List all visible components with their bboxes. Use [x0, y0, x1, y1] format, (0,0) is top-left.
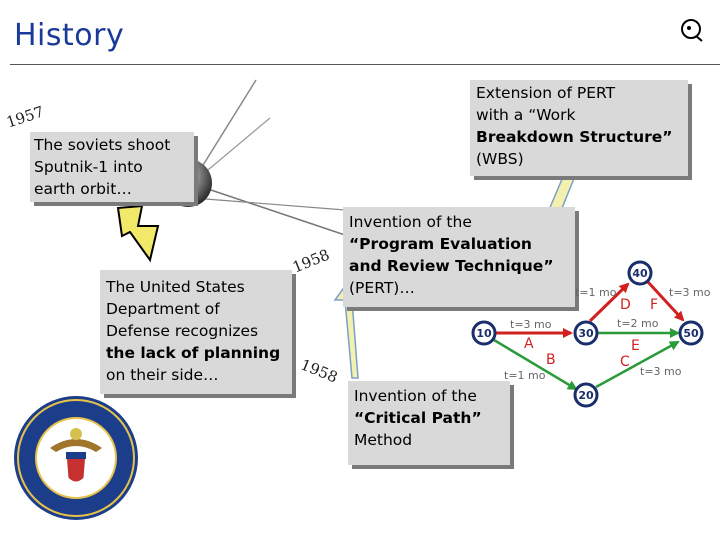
- sputnik-line-1: The soviets shoot: [34, 136, 171, 154]
- network-node-20: 20: [573, 382, 599, 408]
- edge-d: [588, 282, 630, 323]
- pert-text-box: Invention of the “Program Evaluation and…: [343, 207, 575, 307]
- dod-line-3: Defense recognizes: [106, 322, 259, 340]
- sputnik-text-box: The soviets shoot Sputnik-1 into earth o…: [30, 132, 194, 202]
- dod-line-2: Department of: [106, 300, 220, 318]
- cpm-line-2: “Critical Path”: [354, 409, 482, 427]
- duration-e: t=3 mo: [669, 286, 711, 299]
- duration-c: t=1 mo: [575, 286, 617, 299]
- network-node-10: 10: [471, 320, 497, 346]
- edge-b: [493, 338, 578, 391]
- cpm-line-1: Invention of the: [354, 387, 477, 405]
- activity-a: A: [524, 336, 534, 352]
- pert-line-3: and Review Technique”: [349, 257, 554, 275]
- title-divider: [10, 64, 720, 65]
- pert-line-1: Invention of the: [349, 213, 472, 231]
- network-node-label: 40: [632, 267, 648, 280]
- activity-f: F: [650, 297, 658, 313]
- activity-c: C: [620, 354, 630, 370]
- sputnik-line-3: earth orbit…: [34, 180, 132, 198]
- wbs-line-4: (WBS): [476, 150, 524, 168]
- network-node-label: 10: [476, 327, 492, 340]
- pert-line-4: (PERT)…: [349, 279, 415, 297]
- seal-icon: [14, 396, 138, 520]
- wbs-line-1: Extension of PERT: [476, 84, 616, 102]
- network-node-50: 50: [678, 320, 704, 346]
- logo-icon: [681, 19, 703, 42]
- activity-b: B: [546, 352, 556, 368]
- edge-c: [595, 340, 680, 389]
- edge-f: [646, 280, 685, 322]
- dod-line-1: The United States: [106, 278, 245, 296]
- wbs-line-3: Breakdown Structure”: [476, 128, 673, 146]
- cpm-text-box: Invention of the “Critical Path” Method: [348, 381, 510, 465]
- duration-d: t=2 mo: [617, 317, 659, 330]
- network-node-30: 30: [573, 320, 599, 346]
- wbs-line-2: with a “Work: [476, 106, 576, 124]
- dod-text-box: The United States Department of Defense …: [100, 270, 292, 394]
- network-node-40: 40: [627, 260, 653, 286]
- duration-f: t=3 mo: [640, 365, 682, 378]
- wbs-text-box: Extension of PERT with a “Work Breakdown…: [470, 80, 688, 176]
- cpm-line-3: Method: [354, 431, 413, 449]
- activity-e: E: [631, 338, 640, 354]
- page-title: History: [14, 18, 125, 53]
- network-node-label: 20: [578, 389, 594, 402]
- dod-line-4: the lack of planning: [106, 344, 281, 362]
- lightning-bolt-icon: [116, 204, 160, 263]
- network-node-label: 30: [578, 327, 594, 340]
- dod-line-5: on their side…: [106, 366, 219, 384]
- network-node-label: 50: [683, 327, 699, 340]
- duration-a: t=3 mo: [510, 318, 552, 331]
- pert-line-2: “Program Evaluation: [349, 235, 532, 253]
- activity-d: D: [620, 297, 631, 313]
- duration-b: t=1 mo: [504, 369, 546, 382]
- sputnik-line-2: Sputnik-1 into: [34, 158, 143, 176]
